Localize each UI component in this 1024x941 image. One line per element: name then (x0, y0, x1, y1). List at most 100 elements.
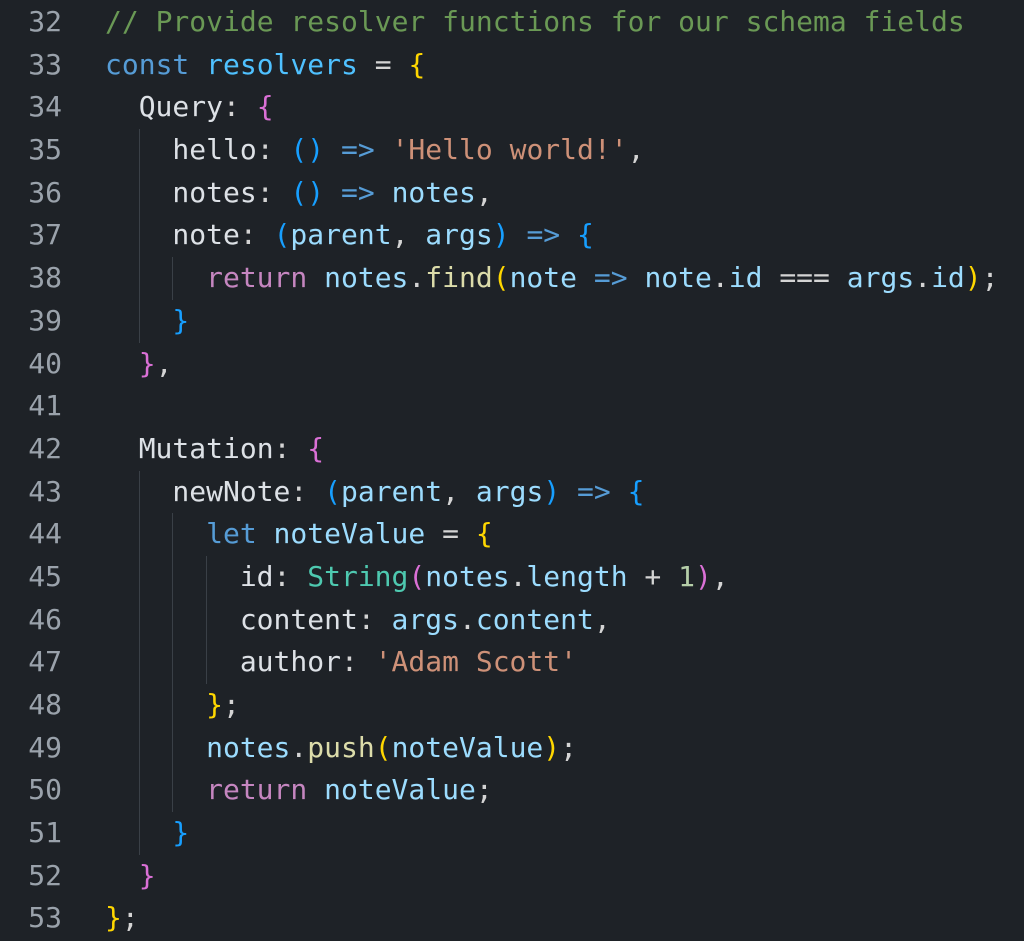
code-token[interactable]: . (711, 261, 729, 295)
code-token[interactable]: . (509, 559, 527, 593)
code-token[interactable]: push (307, 730, 375, 764)
code-token[interactable] (307, 261, 324, 294)
code-token[interactable]: ) (492, 218, 510, 252)
code-token[interactable]: : (290, 474, 325, 508)
code-token[interactable]: args (475, 474, 544, 508)
code-token[interactable]: : (357, 602, 392, 636)
code-token[interactable]: ) (543, 474, 561, 508)
code-token[interactable]: ; (475, 773, 493, 807)
code-token[interactable]: 'Hello world!' (391, 133, 628, 167)
code-token[interactable]: () (290, 133, 325, 167)
code-token[interactable]: noteValue (273, 517, 426, 551)
code-text[interactable]: } (62, 300, 189, 343)
code-text[interactable]: return notes.find(note => note.id === ar… (62, 257, 999, 300)
code-text[interactable]: }; (62, 897, 139, 940)
code-token[interactable]: : (239, 218, 274, 252)
code-token[interactable]: note (172, 218, 240, 252)
code-text[interactable]: notes: () => notes, (62, 172, 493, 215)
code-token[interactable] (628, 261, 645, 294)
line-number[interactable]: 43 (28, 474, 62, 508)
code-token[interactable]: newNote (172, 474, 291, 508)
code-token[interactable]: notes (324, 261, 409, 295)
code-token[interactable]: const (105, 47, 190, 81)
code-line[interactable]: 52} (0, 855, 1024, 898)
line-number[interactable]: 51 (28, 816, 62, 850)
code-text[interactable]: } (62, 812, 189, 855)
code-token[interactable]: === (779, 261, 830, 295)
code-token[interactable]: parent (341, 474, 443, 508)
code-token[interactable]: , (627, 133, 645, 167)
code-token[interactable]: } (105, 901, 122, 935)
code-text[interactable]: author: 'Adam Scott' (62, 641, 577, 684)
code-token[interactable] (375, 176, 392, 209)
code-token[interactable]: } (138, 346, 156, 380)
code-line[interactable]: 32// Provide resolver functions for our … (0, 1, 1024, 44)
code-token[interactable]: : (273, 559, 308, 593)
code-token[interactable]: : (340, 645, 375, 679)
code-token[interactable]: args (425, 218, 493, 252)
line-number[interactable]: 44 (28, 517, 62, 551)
code-text[interactable]: const resolvers = { (62, 44, 425, 87)
code-token[interactable]: ; (981, 261, 999, 295)
code-token[interactable]: , (155, 346, 173, 380)
code-token[interactable]: } (172, 303, 190, 337)
line-number[interactable]: 53 (28, 901, 62, 935)
code-token[interactable]: hello (172, 133, 257, 167)
code-token[interactable]: ) (543, 730, 561, 764)
code-text[interactable]: hello: () => 'Hello world!', (62, 129, 644, 172)
code-token[interactable]: . (458, 602, 476, 636)
code-token[interactable]: , (391, 218, 426, 252)
code-token[interactable]: author (239, 645, 341, 679)
code-text[interactable]: id: String(notes.length + 1), (62, 556, 729, 599)
code-token[interactable]: noteValue (324, 773, 476, 807)
line-number[interactable]: 46 (28, 602, 62, 636)
code-token[interactable]: length (526, 559, 628, 593)
line-number[interactable]: 36 (28, 175, 62, 209)
code-token[interactable] (762, 261, 779, 294)
code-token[interactable]: . (290, 730, 308, 764)
code-token[interactable]: id (239, 559, 274, 593)
line-number[interactable]: 32 (28, 5, 62, 38)
code-token[interactable]: { (256, 90, 274, 124)
code-token[interactable]: ( (374, 730, 392, 764)
code-token[interactable]: + (627, 559, 679, 593)
line-number[interactable]: 33 (28, 47, 62, 81)
code-token[interactable]: 'Adam Scott' (374, 645, 577, 679)
code-token[interactable]: : (256, 175, 291, 209)
code-token[interactable]: => (341, 175, 375, 209)
code-token[interactable] (577, 261, 594, 294)
code-line[interactable]: 41 (0, 385, 1024, 428)
code-token[interactable]: : (273, 431, 308, 465)
code-token[interactable]: , (475, 175, 493, 209)
code-token[interactable]: notes (391, 175, 476, 209)
line-number[interactable]: 34 (28, 90, 62, 124)
code-token[interactable] (189, 48, 206, 81)
code-line[interactable]: 40}, (0, 343, 1024, 386)
code-text[interactable]: note: (parent, args) => { (62, 214, 593, 257)
code-text[interactable]: Query: { (62, 86, 274, 129)
code-token[interactable] (324, 133, 341, 166)
line-number[interactable]: 48 (28, 688, 62, 721)
line-number[interactable]: 41 (28, 389, 62, 423)
code-token[interactable] (324, 176, 341, 209)
line-number[interactable]: 47 (28, 645, 62, 679)
code-token[interactable]: content (239, 602, 358, 636)
code-line[interactable]: 53}; (0, 897, 1024, 940)
code-token[interactable]: String (307, 559, 409, 593)
code-token[interactable]: : (256, 133, 291, 167)
code-text[interactable]: notes.push(noteValue); (62, 727, 577, 770)
code-token[interactable]: notes (425, 559, 510, 593)
code-token[interactable]: => (526, 218, 561, 252)
code-token[interactable]: id (931, 261, 965, 295)
code-token[interactable] (257, 517, 274, 550)
code-text[interactable]: }, (62, 343, 173, 386)
